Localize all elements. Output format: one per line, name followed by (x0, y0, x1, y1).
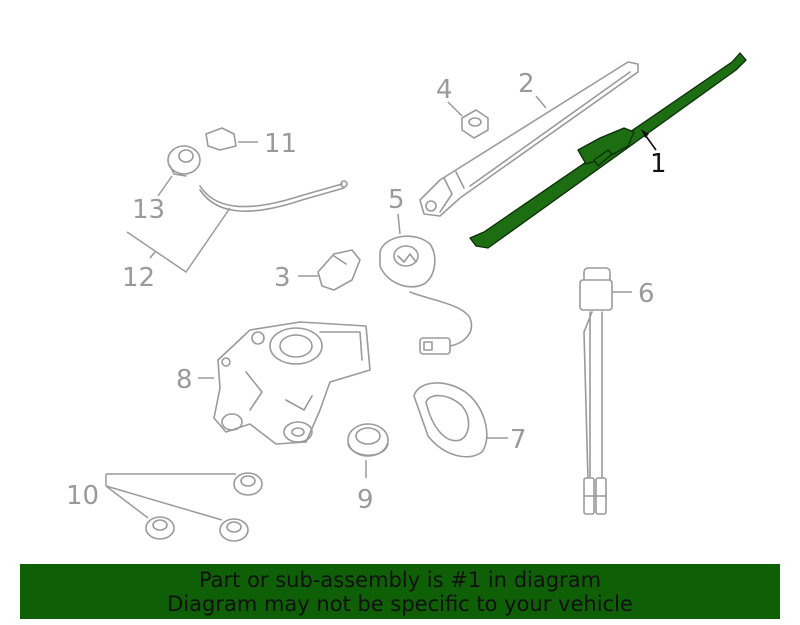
callout-1-label: 1 (650, 149, 667, 179)
part-12-washer-hose (199, 180, 348, 212)
part-6-connector (579, 267, 613, 515)
callout-3-label: 3 (274, 263, 291, 293)
callout-9: 9 (357, 460, 374, 515)
part-2-wiper-arm (419, 61, 639, 217)
part-1-wiper-blade[interactable] (469, 52, 747, 249)
callout-5: 5 (388, 185, 405, 235)
part-3-cover (317, 249, 361, 291)
callout-12-label: 12 (122, 263, 155, 293)
callout-5-label: 5 (388, 185, 405, 215)
callout-7: 7 (486, 425, 527, 455)
part-9-grommet (347, 423, 389, 457)
callout-10-label: 10 (66, 481, 99, 511)
info-banner: Part or sub-assembly is #1 in diagram Di… (20, 564, 780, 619)
callout-12: 12 (122, 207, 231, 293)
callout-11: 11 (238, 129, 297, 159)
callout-2: 2 (518, 69, 547, 109)
callout-1: 1 (641, 129, 667, 179)
callout-3: 3 (274, 263, 318, 293)
callout-6-label: 6 (638, 279, 655, 309)
callout-8-label: 8 (176, 365, 193, 395)
part-8-wiper-motor (213, 321, 371, 445)
callout-4-label: 4 (436, 75, 453, 105)
callout-13: 13 (132, 175, 173, 225)
callout-2-label: 2 (518, 69, 535, 99)
callout-6: 6 (612, 279, 655, 309)
part-5-seal (379, 235, 473, 355)
part-13-grommet (167, 145, 201, 177)
callout-9-label: 9 (357, 485, 374, 515)
callout-10: 10 (66, 473, 236, 521)
callout-4: 4 (436, 75, 463, 117)
banner-line-2: Diagram may not be specific to your vehi… (167, 591, 633, 616)
banner-line-1: Part or sub-assembly is #1 in diagram (198, 567, 602, 592)
callout-11-label: 11 (264, 129, 297, 159)
callout-8: 8 (176, 365, 214, 395)
part-4-nut (461, 109, 489, 139)
part-7-gasket (413, 382, 488, 458)
part-10-grommets (145, 472, 263, 542)
callout-13-label: 13 (132, 195, 165, 225)
part-11-cap (205, 127, 237, 151)
callout-7-label: 7 (510, 425, 527, 455)
